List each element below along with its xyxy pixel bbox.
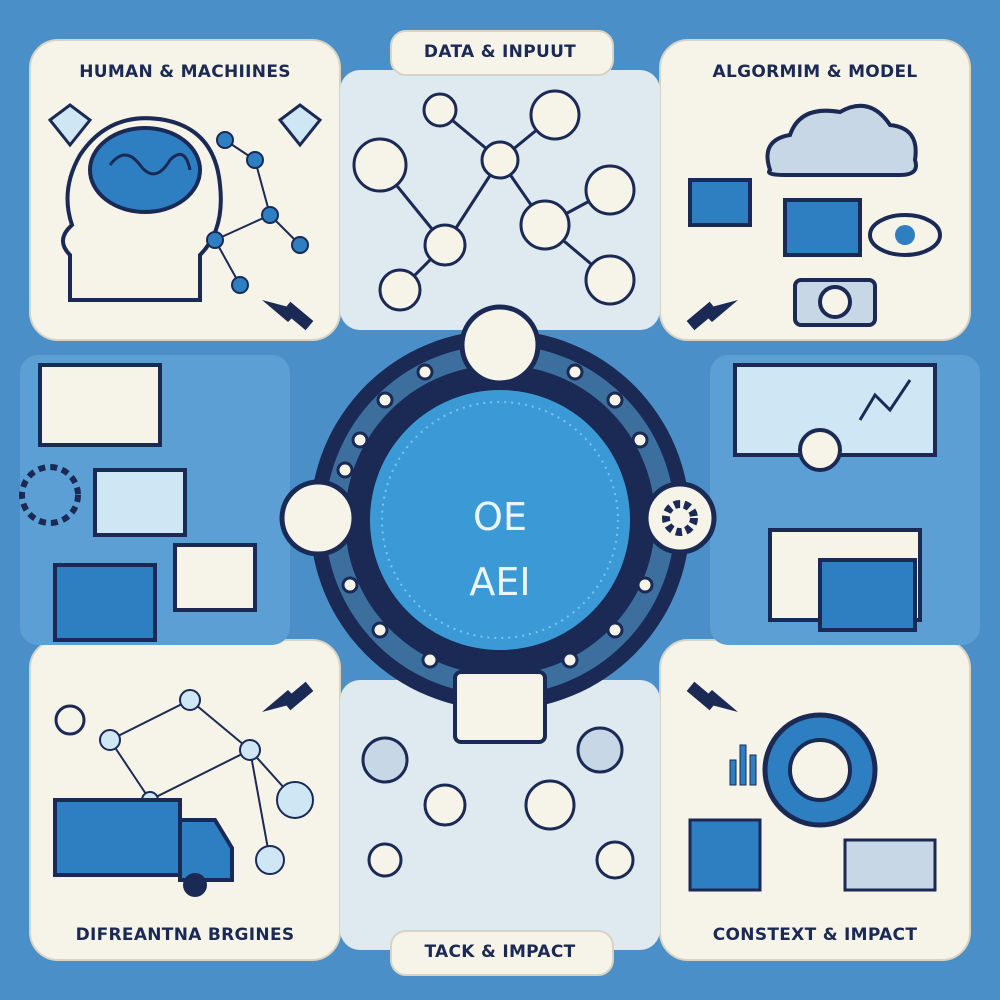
people-group-icon [688,818,762,892]
lightbulb-icon [54,704,86,736]
people-gears [361,726,635,880]
monitor-left-2 [93,468,187,537]
network-icon [279,479,357,557]
bar-chart-mark [729,744,757,786]
line-chart-mark [858,379,912,421]
globe-icon [370,390,630,650]
gem-icon-2 [277,103,323,148]
label-data-input: DATA & INPUUT [423,42,577,62]
label-pill-top-center [390,30,614,76]
arrow-icon [262,300,738,712]
eye-pupil [895,225,915,245]
person-icon [459,304,541,386]
panel-top-center [340,70,660,330]
monitor-book-icon [38,363,162,447]
buildings-icon [843,838,937,892]
truck-wheel [183,873,207,897]
label-context-impact: CONSTEXT & IMPACT [712,925,918,945]
gear-icon-left [19,464,81,526]
gear-hub [662,500,698,536]
camera-lens [818,285,852,319]
globe-text-line2: AEI [469,560,531,604]
chip-icon [688,178,752,227]
brain-folds [108,152,192,176]
globe-text-line1: OE [473,495,527,539]
gem-icon [47,103,93,148]
network-graph-left [206,131,309,294]
data-network [352,89,636,312]
label-human-machines: HUMAN & MACHIINES [79,62,291,82]
target-badge-inner [788,738,852,802]
cloud-icon [765,103,918,177]
monitor-left-3 [53,563,157,642]
circuit-icon [453,670,547,744]
network-graph-bottom [99,689,314,875]
label-different-engines: DIFREANTNA BRGINES [75,925,295,945]
monitor-icon [783,198,862,257]
label-task-impact: TACK & IMPACT [424,942,576,962]
gear-icon [643,481,717,555]
monitor-graph-icon [818,558,917,632]
globe-highlight [381,401,619,639]
document-icon-left [173,543,257,612]
truck-cab [178,818,234,882]
person-icon-right [798,428,842,472]
truck-icon [53,798,182,877]
label-pill-bottom-center [390,930,614,976]
label-algorithm-model: ALGORMIM & MODEL [712,62,918,82]
